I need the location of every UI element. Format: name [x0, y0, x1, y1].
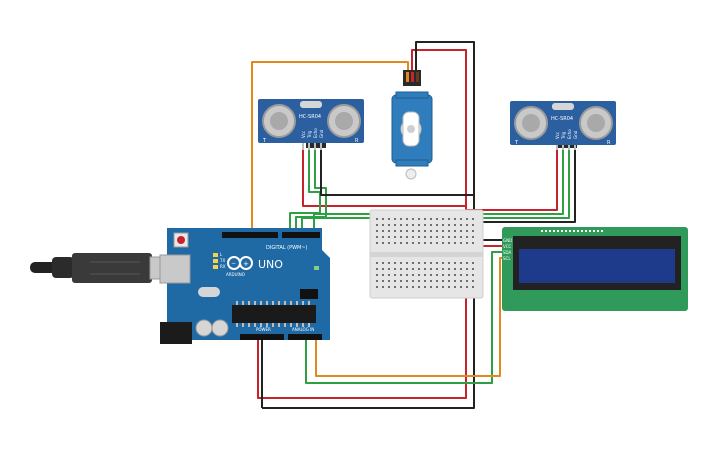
wire-orange-servo-signal[interactable]	[251, 61, 409, 235]
sensor-right-r-mark: R	[607, 140, 611, 146]
sensor-left-pin-4: Gnd	[319, 129, 324, 138]
sensor-right-t-mark: T	[514, 140, 519, 146]
rx-label: RX	[220, 264, 226, 269]
capacitor-1	[195, 319, 213, 337]
lcd-display[interactable]: GND VCC SDA SCL	[502, 227, 688, 311]
power-jack	[160, 322, 192, 344]
power-label: POWER	[256, 327, 271, 332]
crystal	[198, 287, 220, 297]
capacitor-2	[211, 319, 229, 337]
l-label: L	[220, 252, 223, 257]
arduino-logo: − +	[227, 256, 253, 270]
sensor-left-pin-2: Trig	[307, 130, 312, 139]
sensor-right-pin-2: Trig	[561, 131, 566, 140]
sensor-left-t-mark: T	[262, 138, 267, 144]
lcd-screen	[519, 249, 675, 283]
wire-green-lcd-sda[interactable]	[305, 251, 508, 384]
digital-header-left	[222, 232, 278, 238]
usb-cable	[30, 253, 171, 283]
svg-text:+: +	[243, 260, 249, 268]
sensor-right-crystal	[552, 103, 574, 110]
lcd-pin-vcc: VCC	[503, 244, 512, 249]
svg-text:−: −	[231, 260, 236, 267]
uno-logo-text: UNO	[258, 258, 283, 271]
sensor-left-r-mark: R	[355, 138, 359, 144]
sensor-right-pin-4: Gnd	[573, 130, 578, 139]
analog-header	[288, 334, 322, 340]
wire-red-left-sensor-vcc[interactable]	[302, 148, 466, 207]
wire-black-right-sensor-gnd[interactable]	[474, 148, 576, 223]
wire-red-arduino-5v[interactable]	[257, 250, 467, 399]
wire-green-left-sensor-trig[interactable]	[289, 148, 321, 236]
wire-black-servo-ground[interactable]	[262, 41, 475, 409]
sensor-right-pin-1: Vcc	[555, 132, 560, 139]
tx-label: TX	[219, 258, 225, 263]
sensor-right-model: HC-SR04	[551, 116, 573, 122]
sensor-left-model: HC-SR04	[299, 114, 321, 120]
power-header	[240, 334, 284, 340]
arduino-uno-board[interactable]: DIGITAL (PWM~) − + UNO ARDUINO TX RX L P…	[159, 228, 330, 344]
lcd-pin-scl: SCL	[503, 256, 511, 261]
analog-label: ANALOG IN	[292, 327, 314, 332]
sensor-left-crystal	[300, 101, 322, 108]
breadboard[interactable]	[369, 209, 484, 299]
sensor-right-pin-3: Echo	[567, 129, 572, 139]
digital-header-right	[282, 232, 320, 238]
sensor-left-pin-1: Vcc	[301, 131, 306, 138]
ultrasonic-sensor-left[interactable]: HC-SR04 Vcc Trig Echo Gnd T R	[258, 99, 364, 150]
ultrasonic-sensor-right[interactable]: HC-SR04 Vcc Trig Echo Gnd T R	[510, 101, 616, 150]
wire-black-left-sensor-gnd[interactable]	[320, 148, 474, 196]
wire-red-right-sensor-vcc[interactable]	[466, 148, 558, 211]
icsp-header	[300, 289, 318, 299]
atmega-chip	[232, 305, 316, 323]
lcd-pin-sda: SDA	[503, 250, 512, 255]
lcd-pin-gnd: GND	[503, 238, 512, 243]
chip-pins	[236, 301, 310, 327]
servo-motor[interactable]	[391, 70, 433, 180]
digital-header-label: DIGITAL (PWM~)	[266, 245, 308, 251]
wire-green-left-sensor-echo[interactable]	[295, 148, 327, 236]
lcd-header-pins	[541, 230, 603, 232]
arduino-brand-text: ARDUINO	[226, 272, 245, 277]
sensor-left-pin-3: Echo	[313, 128, 318, 138]
breadboard-holes	[376, 218, 474, 288]
